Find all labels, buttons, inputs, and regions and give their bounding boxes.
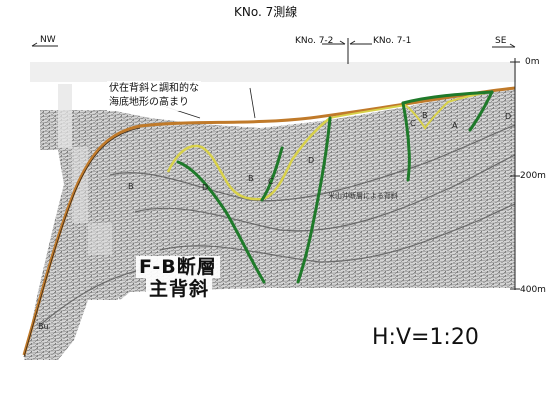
note-line-1: 伏在背斜と調和的な xyxy=(109,83,199,94)
crossing-line-a-label: KNo. 7-2 xyxy=(295,36,334,46)
unit-label-b-left: B xyxy=(128,182,134,191)
fault-label-line-1: F-B断層 xyxy=(136,256,220,278)
inset-annotation: 米山沖断層による背斜 xyxy=(328,192,398,200)
unit-label-d-right: D xyxy=(505,112,512,121)
profile-title: KNo. 7測線 xyxy=(234,5,298,19)
seismic-section xyxy=(24,84,515,360)
direction-right-label: SE xyxy=(495,36,507,46)
unit-label-b-right: B xyxy=(422,111,428,120)
depth-axis xyxy=(510,58,520,290)
water-column xyxy=(30,62,516,82)
note-leader-2 xyxy=(249,87,256,119)
fault-label-line-2: 主背斜 xyxy=(146,278,213,300)
unit-label-d-mid: D xyxy=(308,156,315,165)
fold-horizon-yellow-right xyxy=(329,91,493,130)
depth-label-0: 0m xyxy=(525,57,540,67)
faults-green xyxy=(176,90,494,284)
unit-label-b-mid: B xyxy=(248,174,254,183)
unit-label-bu: Bu xyxy=(38,322,49,331)
depth-label-400: 400m xyxy=(520,285,546,295)
direction-left-label: NW xyxy=(40,35,56,45)
unit-label-c-mid: C xyxy=(268,177,274,186)
depth-label-200: 200m xyxy=(520,171,546,181)
unit-label-c-right: C xyxy=(410,119,416,128)
seafloor-high-note: 伏在背斜と調和的な 海底地形の高まり xyxy=(107,81,201,111)
fold-horizon-yellow xyxy=(166,117,331,201)
crossing-line-b-label: KNo. 7-1 xyxy=(373,36,412,46)
unit-label-d-left: D xyxy=(202,183,209,192)
direction-arrows xyxy=(31,38,516,64)
note-line-2: 海底地形の高まり xyxy=(109,97,189,108)
unit-label-a-right: A xyxy=(452,121,458,130)
scale-ratio-label: H:V=1:20 xyxy=(368,325,483,351)
